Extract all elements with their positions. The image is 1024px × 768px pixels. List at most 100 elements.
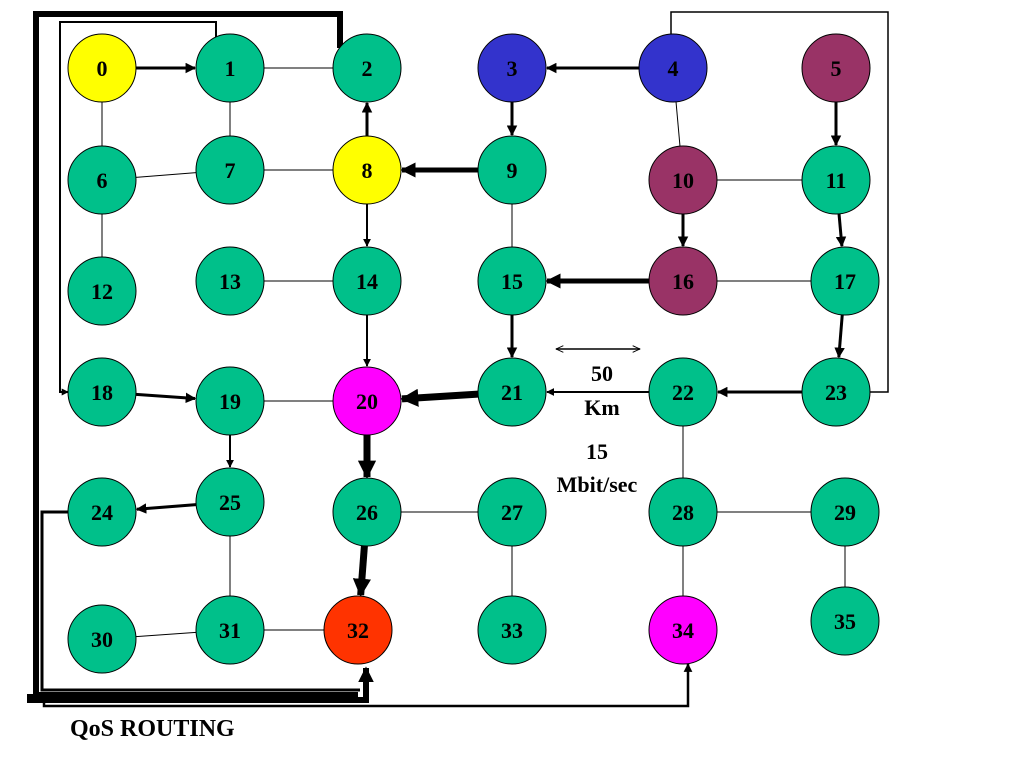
node-circle [801, 357, 871, 427]
route-loop-4-to-23 [670, 11, 889, 393]
node-circle [810, 477, 880, 547]
node-8: 8 [332, 135, 402, 205]
route-arrow-11-to-17 [835, 213, 847, 248]
node-circle [648, 246, 718, 316]
link-30-31 [135, 631, 197, 638]
node-18: 18 [67, 357, 137, 427]
node-circle [477, 135, 547, 205]
node-circle [332, 477, 402, 547]
node-30: 30 [67, 604, 137, 674]
node-circle [67, 33, 137, 103]
node-28: 28 [648, 477, 718, 547]
node-label: 5 [831, 56, 842, 81]
node-circle [648, 477, 718, 547]
node-circle [332, 135, 402, 205]
node-label: 28 [672, 500, 694, 525]
node-circle [477, 595, 547, 665]
node-9: 9 [477, 135, 547, 205]
route-arrow-17-to-23 [834, 314, 845, 359]
route-arrow-25-to-24 [135, 503, 197, 514]
scale-distance: 50 [591, 361, 613, 386]
node-circle [648, 595, 718, 665]
node-label: 12 [91, 279, 113, 304]
node-4: 4 [638, 33, 708, 103]
diagram-caption: QoS ROUTING [70, 716, 235, 742]
node-label: 4 [668, 56, 679, 81]
node-label: 1 [225, 56, 236, 81]
node-label: 31 [219, 618, 241, 643]
link-6-7 [135, 172, 197, 178]
node-label: 10 [672, 168, 694, 193]
node-circle [810, 246, 880, 316]
node-label: 7 [225, 158, 236, 183]
routes-layer [135, 62, 847, 597]
node-circle [195, 33, 265, 103]
route-arrow-26-to-32 [352, 545, 371, 597]
node-27: 27 [477, 477, 547, 547]
node-circle [477, 33, 547, 103]
node-label: 17 [834, 269, 856, 294]
node-circle [67, 357, 137, 427]
node-circle [195, 467, 265, 537]
node-circle [67, 477, 137, 547]
node-label: 25 [219, 490, 241, 515]
route-arrow-18-to-19 [135, 392, 197, 404]
node-circle [648, 357, 718, 427]
node-35: 35 [810, 586, 880, 656]
link-4-10 [675, 101, 681, 147]
node-24: 24 [67, 477, 137, 547]
node-circle [323, 595, 393, 665]
node-label: 15 [501, 269, 523, 294]
node-20: 20 [332, 366, 402, 436]
node-circle [477, 246, 547, 316]
node-label: 20 [356, 389, 378, 414]
node-circle [648, 145, 718, 215]
node-11: 11 [801, 145, 871, 215]
node-circle [67, 604, 137, 674]
node-13: 13 [195, 246, 265, 316]
node-label: 21 [501, 380, 523, 405]
node-label: 35 [834, 609, 856, 634]
node-label: 14 [356, 269, 378, 294]
node-circle [810, 586, 880, 656]
node-17: 17 [810, 246, 880, 316]
node-22: 22 [648, 357, 718, 427]
node-label: 0 [97, 56, 108, 81]
node-32: 32 [323, 595, 393, 665]
node-10: 10 [648, 145, 718, 215]
node-circle [332, 366, 402, 436]
node-0: 0 [67, 33, 137, 103]
node-circle [195, 366, 265, 436]
node-25: 25 [195, 467, 265, 537]
node-label: 16 [672, 269, 694, 294]
links-layer [101, 67, 846, 638]
node-circle [801, 145, 871, 215]
node-circle [477, 357, 547, 427]
node-7: 7 [195, 135, 265, 205]
node-31: 31 [195, 595, 265, 665]
node-14: 14 [332, 246, 402, 316]
node-33: 33 [477, 595, 547, 665]
node-label: 34 [672, 618, 694, 643]
node-circle [638, 33, 708, 103]
node-26: 26 [332, 477, 402, 547]
node-12: 12 [67, 256, 137, 326]
node-label: 32 [347, 618, 369, 643]
route-loop-2-outer [33, 11, 358, 698]
route-loop-to-34 [42, 663, 693, 708]
node-label: 2 [362, 56, 373, 81]
node-circle [332, 246, 402, 316]
scale-bandwidth: 15 [586, 439, 608, 464]
node-label: 18 [91, 380, 113, 405]
route-arrow-21-to-20 [400, 388, 479, 407]
node-label: 27 [501, 500, 523, 525]
node-label: 24 [91, 500, 113, 525]
route-loop-1-to-18 [59, 21, 217, 396]
node-23: 23 [801, 357, 871, 427]
node-5: 5 [801, 33, 871, 103]
node-29: 29 [810, 477, 880, 547]
node-label: 22 [672, 380, 694, 405]
route-loop-24-to-32 [40, 510, 360, 692]
